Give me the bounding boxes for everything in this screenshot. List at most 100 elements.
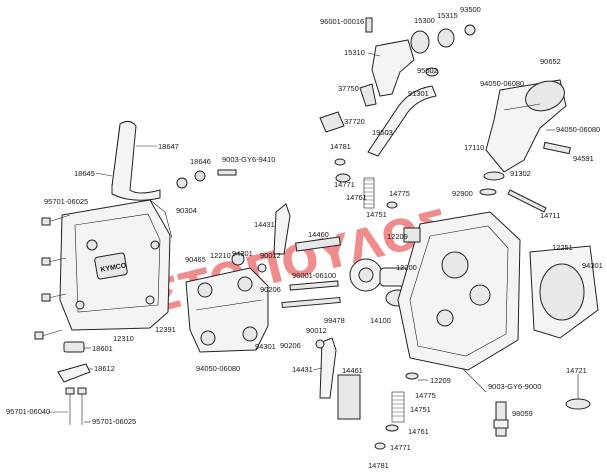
label-18647: 18647	[158, 142, 179, 151]
label-90465: 90465	[185, 255, 206, 264]
label-14771-b: 14771	[390, 443, 411, 452]
stud-9410	[217, 169, 237, 176]
rocker-shaft-upper	[295, 236, 341, 252]
label-94301-c: 94301	[255, 342, 276, 351]
label-9003-gy6-9000: 9003-GY6-9000	[488, 382, 541, 391]
dowel-c	[231, 252, 245, 266]
rocker-arm-holder	[185, 267, 269, 353]
label-14721: 14721	[566, 366, 587, 375]
rocker-arm-lower	[319, 337, 337, 399]
bracket-37720	[319, 111, 345, 133]
label-90012-a: 90012	[260, 251, 281, 260]
label-95002: 95002	[417, 66, 438, 75]
label-14711: 14711	[540, 211, 560, 220]
valve-spring-upper	[334, 158, 398, 209]
dowel-d	[257, 263, 267, 273]
label-90206: 90206	[260, 285, 281, 294]
intake-manifold	[485, 79, 567, 173]
label-95701-06040: 95701-06040	[6, 407, 50, 416]
cylinder-head	[397, 211, 521, 371]
label-15315: 15315	[437, 11, 458, 20]
label-19503: 19503	[372, 128, 393, 137]
label-96001-00016: 96001-00016	[320, 17, 364, 26]
label-92900: 92900	[452, 189, 473, 198]
label-91301: 91301	[408, 89, 429, 98]
label-99478: 99478	[324, 316, 345, 325]
valve-14711	[507, 189, 547, 213]
labels: 96001-00016 15300 15315 93500 15310 9500…	[6, 5, 603, 470]
label-94301-b: 94301	[582, 261, 603, 270]
label-90206-b: 90206	[280, 341, 301, 350]
label-14775-a: 14775	[389, 189, 410, 198]
label-18645: 18645	[74, 169, 95, 178]
label-12209-a: 12209	[387, 232, 408, 241]
label-94050-06080-b: 94050-06080	[556, 125, 600, 134]
part-18612	[57, 363, 91, 383]
label-94050-06080-c: 94050-06080	[196, 364, 240, 373]
label-15300: 15300	[414, 16, 435, 25]
long-bolts	[65, 387, 87, 425]
rocker-shaft-lower	[337, 374, 361, 420]
label-14771-a: 14771	[334, 180, 355, 189]
label-12200: 12200	[396, 263, 417, 272]
label-12251: 12251	[552, 243, 573, 252]
breather-pipe	[111, 120, 161, 201]
spark-plug	[493, 401, 509, 437]
washer-90012	[315, 339, 325, 349]
shaft-96001-06100	[289, 280, 339, 291]
valve-spring-lower	[374, 372, 419, 450]
part-18601	[63, 341, 85, 353]
label-14761-b: 14761	[408, 427, 429, 436]
cover-bolts	[34, 214, 71, 340]
shaft-99478	[281, 296, 341, 309]
label-96001-06100: 96001-06100	[292, 271, 336, 280]
label-14761-a: 14761	[346, 193, 367, 202]
label-95701-06025-a: 95701-06025	[44, 197, 88, 206]
label-15310: 15310	[344, 48, 365, 57]
label-14431-a: 14431	[254, 220, 275, 229]
label-94591: 94591	[573, 154, 594, 163]
label-14100: 14100	[370, 316, 391, 325]
label-18612: 18612	[94, 364, 115, 373]
label-17110: 17110	[464, 143, 484, 152]
label-91302: 91302	[510, 169, 531, 178]
label-37750: 37750	[338, 84, 359, 93]
label-18601: 18601	[92, 344, 113, 353]
label-14751-a: 14751	[366, 210, 387, 219]
label-90012-b: 90012	[306, 326, 327, 335]
dowel-a	[176, 177, 188, 189]
coolant-hose	[367, 85, 437, 157]
label-12391: 12391	[155, 325, 176, 334]
label-95701-06025-b: 95701-06025	[92, 417, 136, 426]
hose-37750	[359, 83, 377, 107]
label-14461: 14461	[342, 366, 363, 375]
label-37720: 37720	[344, 117, 365, 126]
label-93500: 93500	[460, 5, 481, 14]
rocker-arm-upper	[273, 203, 291, 255]
label-90304: 90304	[176, 206, 197, 215]
clamp-94591	[543, 141, 571, 155]
label-94050-06080-a: 94050-06080	[480, 79, 524, 88]
label-14460: 14460	[308, 230, 329, 239]
head-gasket	[529, 245, 599, 339]
label-14781-a: 14781	[330, 142, 351, 151]
label-90652: 90652	[540, 57, 561, 66]
label-14781-b: 14781	[368, 461, 389, 470]
valve-14721	[565, 374, 591, 410]
label-12209-b: 12209	[430, 376, 451, 385]
ring-92900	[479, 188, 497, 196]
label-12310: 12310	[113, 334, 134, 343]
thermostat-housing	[365, 17, 476, 97]
cover-logo: KYMCO	[100, 262, 127, 274]
dowel-b	[194, 170, 206, 182]
label-1221a: 12210	[210, 251, 231, 260]
oring-91302	[483, 171, 505, 181]
label-14431-b: 14431	[292, 365, 313, 374]
label-18646: 18646	[190, 157, 211, 166]
label-14751-b: 14751	[410, 405, 431, 414]
label-94301-a: 94301	[232, 249, 253, 258]
label-9003-gy6-9410: 9003-GY6-9410	[222, 155, 275, 164]
label-14775-b: 14775	[415, 391, 436, 400]
cylinder-head-cover: KYMCO	[59, 199, 173, 331]
